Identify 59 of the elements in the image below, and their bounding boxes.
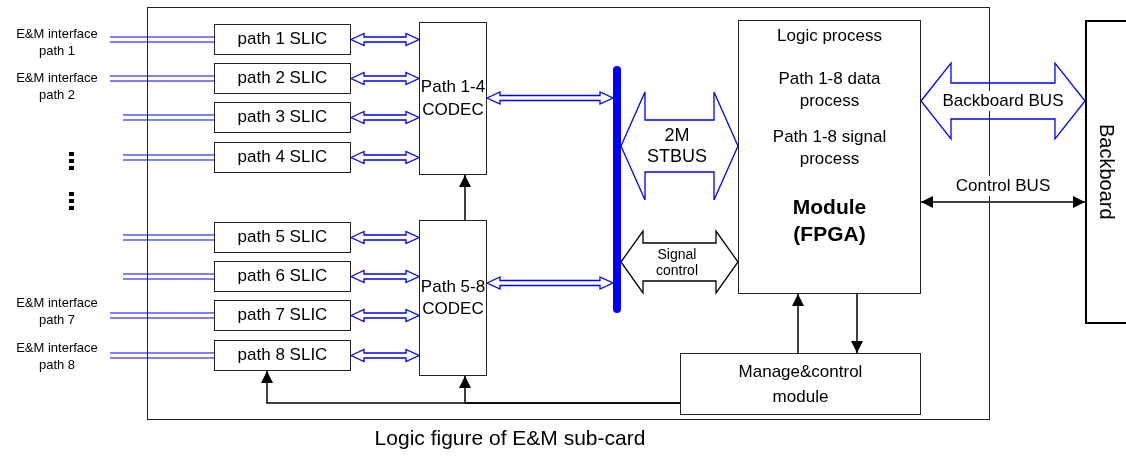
process-box bbox=[214, 340, 351, 371]
box-label: path 5 SLIC bbox=[237, 226, 328, 249]
signal-line bbox=[122, 154, 215, 161]
box-label: Path 1-8 data process bbox=[777, 68, 882, 113]
double-arrow bbox=[349, 71, 421, 86]
signal-line bbox=[109, 312, 215, 319]
box-label: path 8 SLIC bbox=[237, 344, 328, 367]
arrow bbox=[459, 174, 471, 221]
arrow bbox=[459, 375, 681, 404]
interface-label: E&M interface path 8 bbox=[4, 339, 110, 375]
interface-label: E&M interface path 1 bbox=[4, 25, 110, 61]
double-arrow bbox=[485, 91, 615, 105]
bus-bar bbox=[613, 66, 621, 313]
interface-label: E&M interface path 7 bbox=[4, 294, 110, 330]
signal-line bbox=[122, 273, 215, 280]
signal-line bbox=[109, 75, 215, 82]
process-box bbox=[214, 222, 351, 253]
box-heading: Logic process bbox=[777, 25, 882, 47]
box-label: path 2 SLIC bbox=[237, 67, 328, 90]
box-label: Backboard bbox=[1094, 124, 1119, 220]
process-box bbox=[214, 24, 351, 55]
double-arrow bbox=[349, 32, 421, 47]
fpga-module-box bbox=[738, 20, 921, 294]
double-arrow bbox=[349, 230, 421, 245]
arrow bbox=[792, 293, 804, 354]
signal-line bbox=[109, 352, 215, 359]
process-box bbox=[214, 142, 351, 173]
box-label: path 6 SLIC bbox=[237, 265, 328, 288]
double-arrow bbox=[349, 150, 421, 165]
backboard-box bbox=[1085, 20, 1126, 324]
interface-label: E&M interface path 2 bbox=[4, 69, 110, 105]
box-label: path 1 SLIC bbox=[237, 28, 328, 51]
signal-line bbox=[109, 36, 215, 43]
process-box bbox=[214, 102, 351, 133]
box-label: Manage&control module bbox=[737, 360, 864, 408]
double-arrow bbox=[349, 348, 421, 363]
edge-label: Control BUS bbox=[953, 176, 1053, 196]
process-box bbox=[680, 353, 921, 415]
box-label: Path 5-8 CODEC bbox=[420, 275, 486, 320]
process-box bbox=[214, 261, 351, 292]
arrow bbox=[920, 196, 1086, 208]
process-box bbox=[419, 220, 487, 376]
signal-line bbox=[122, 234, 215, 241]
box-label: Module (FPGA) bbox=[791, 194, 868, 247]
process-box bbox=[214, 63, 351, 94]
caption: Logic figure of E&M sub-card bbox=[373, 426, 647, 450]
arrow bbox=[851, 293, 863, 354]
box-label: path 4 SLIC bbox=[237, 146, 328, 169]
double-arrow bbox=[349, 308, 421, 323]
double-arrow bbox=[485, 276, 615, 290]
box-label: path 7 SLIC bbox=[237, 304, 328, 327]
box-label: Path 1-8 signal process bbox=[771, 126, 888, 171]
box-label: path 3 SLIC bbox=[237, 106, 328, 129]
double-arrow bbox=[349, 269, 421, 284]
double-arrow bbox=[349, 110, 421, 125]
box-label: Path 1-4 CODEC bbox=[420, 76, 486, 121]
process-box bbox=[419, 22, 487, 175]
process-box bbox=[214, 300, 351, 331]
signal-line bbox=[122, 114, 215, 121]
